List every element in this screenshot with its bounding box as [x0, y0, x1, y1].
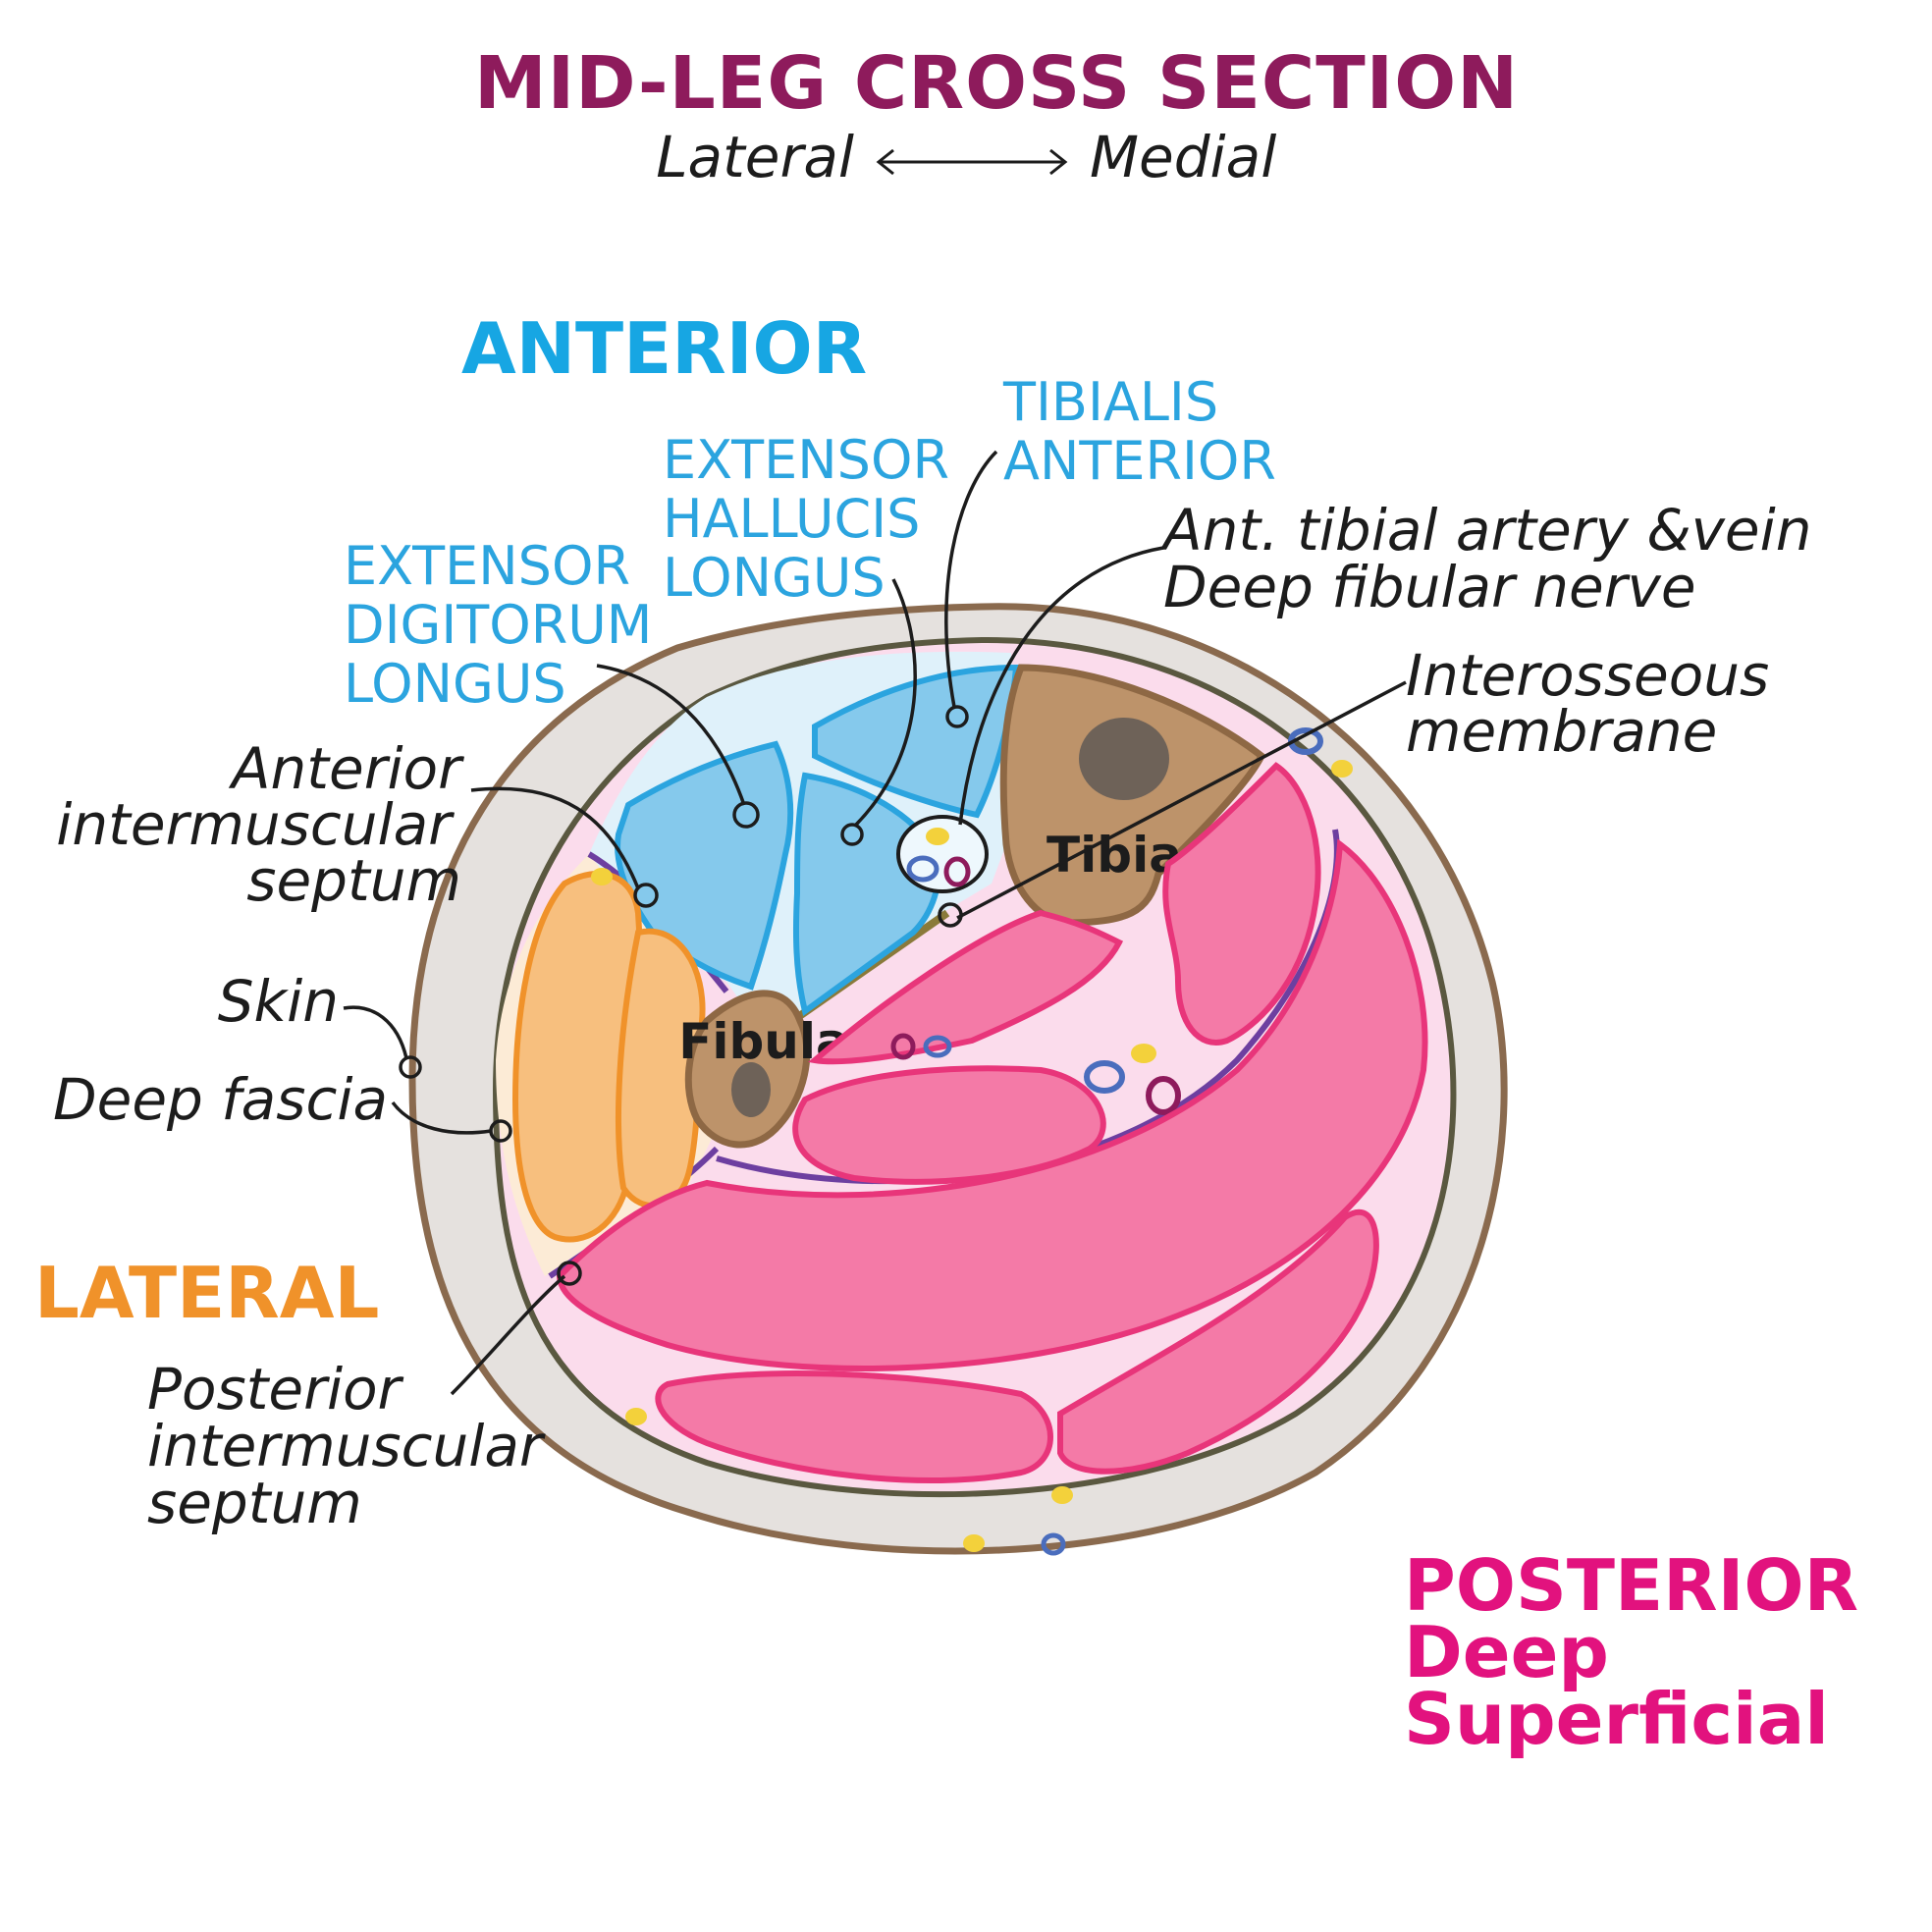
label-interosseous-line-2: membrane — [1406, 698, 1717, 765]
muscle-fibularis-brevis — [616, 928, 706, 1208]
region-posterior-deep: Deep — [1404, 1611, 1609, 1693]
marker-interosseous — [938, 902, 963, 928]
deep-fibular-nerve-dot — [926, 828, 949, 845]
leader-neurovascular — [958, 546, 1164, 826]
orientation-medial: Medial — [1090, 124, 1276, 190]
leader-anterior-septum — [470, 786, 640, 889]
label-tibialis-anterior-line-1: TIBIALIS — [1002, 371, 1218, 433]
leader-extensor-hallucis-longus — [854, 578, 917, 827]
small-saphenous-nerve-dot — [1051, 1486, 1073, 1504]
label-posterior-septum-line-3: septum — [147, 1470, 362, 1536]
marker-posterior-septum — [557, 1261, 582, 1286]
leader-extensor-digitorum-longus — [596, 664, 746, 806]
sural-nerve-dot — [625, 1408, 647, 1425]
leader-deep-fascia — [391, 1100, 492, 1135]
label-neurovascular-line-2: Deep fibular nerve — [1163, 554, 1696, 620]
label-edl-line-1: EXTENSOR — [344, 535, 630, 597]
muscle-tibialis-anterior — [812, 664, 1020, 819]
label-tibialis-anterior: TIBIALIS ANTERIOR — [1002, 371, 1276, 492]
label-posterior-septum-line-2: intermuscular — [147, 1413, 546, 1479]
posterior-tibial-artery-icon — [1146, 1076, 1181, 1115]
superficial-fibular-nerve-dot — [591, 868, 613, 886]
marker-tibialis-anterior — [945, 705, 969, 728]
muscle-tibialis-posterior — [808, 909, 1124, 1065]
tibial-nerve-dot — [1131, 1044, 1156, 1063]
region-lateral: LATERAL — [34, 1252, 379, 1334]
label-posterior-septum-line-1: Posterior — [147, 1356, 404, 1422]
region-posterior: POSTERIOR — [1404, 1544, 1858, 1627]
fibular-artery-icon — [890, 1033, 916, 1060]
tibia-marrow — [1079, 718, 1169, 800]
label-posterior-septum: Posterior intermuscular septum — [147, 1356, 546, 1536]
label-ehl-line-1: EXTENSOR — [663, 429, 949, 491]
muscle-flexor-hallucis-longus — [792, 1065, 1106, 1185]
marker-skin — [399, 1055, 422, 1079]
leader-interosseous — [956, 680, 1407, 920]
marker-extensor-digitorum-longus — [732, 801, 760, 829]
leader-posterior-septum — [450, 1274, 566, 1396]
label-extensor-hallucis-longus: EXTENSOR HALLUCIS LONGUS — [663, 429, 949, 609]
marker-extensor-hallucis-longus — [840, 823, 864, 846]
label-anterior-septum-line-1: Anterior — [228, 735, 464, 802]
label-interosseous-line-1: Interosseous — [1406, 642, 1769, 709]
superficial-nerve-dot — [1331, 760, 1353, 778]
label-deep-fascia: Deep fascia — [53, 1066, 388, 1133]
region-posterior-superficial: Superficial — [1404, 1678, 1829, 1760]
label-edl-line-2: DIGITORUM — [344, 594, 652, 656]
double-arrow-icon — [876, 148, 1068, 176]
leader-skin — [343, 1005, 408, 1059]
fibular-vein-icon — [923, 1035, 952, 1058]
skin-nerve-dot — [963, 1534, 985, 1552]
label-anterior-septum-line-3: septum — [246, 847, 461, 914]
leader-lines — [343, 450, 1407, 1396]
orientation-lateral: Lateral — [656, 124, 854, 190]
label-skin: Skin — [218, 968, 339, 1035]
label-extensor-digitorum-longus: EXTENSOR DIGITORUM LONGUS — [344, 535, 652, 715]
anterior-neurovascular-bundle — [896, 815, 989, 893]
label-interosseous-membrane: Interosseous membrane — [1406, 642, 1769, 765]
muscle-gastrocnemius-medial-head — [1057, 1208, 1379, 1475]
muscle-fibularis-longus — [511, 871, 643, 1243]
label-neurovascular: Ant. tibial artery &vein Deep fibular ne… — [1159, 497, 1811, 620]
diagram-title: MID-LEG CROSS SECTION — [474, 41, 1519, 126]
posterior-tibial-vein-icon — [1084, 1060, 1125, 1094]
small-saphenous-vein-icon — [1041, 1532, 1066, 1556]
muscle-soleus — [556, 838, 1428, 1371]
leader-tibialis-anterior — [944, 450, 998, 708]
anterior-tibial-artery-icon — [943, 856, 971, 887]
label-neurovascular-line-1: Ant. tibial artery &vein — [1159, 497, 1811, 564]
label-anterior-septum-line-2: intermuscular — [56, 791, 455, 858]
fibula-marrow — [731, 1062, 771, 1117]
region-anterior: ANTERIOR — [461, 307, 867, 390]
anterior-tibial-vein-icon — [906, 855, 939, 883]
label-tibialis-anterior-line-2: ANTERIOR — [1003, 430, 1276, 492]
label-edl-line-3: LONGUS — [344, 653, 566, 715]
label-ehl-line-3: LONGUS — [663, 547, 886, 609]
marker-anterior-septum — [633, 883, 659, 908]
marker-deep-fascia — [489, 1119, 512, 1143]
label-anterior-septum: Anterior intermuscular septum — [56, 735, 464, 914]
muscle-gastrocnemius-lateral-head — [655, 1370, 1053, 1484]
label-ehl-line-2: HALLUCIS — [663, 488, 920, 550]
muscle-flexor-digitorum-longus — [1162, 762, 1321, 1046]
